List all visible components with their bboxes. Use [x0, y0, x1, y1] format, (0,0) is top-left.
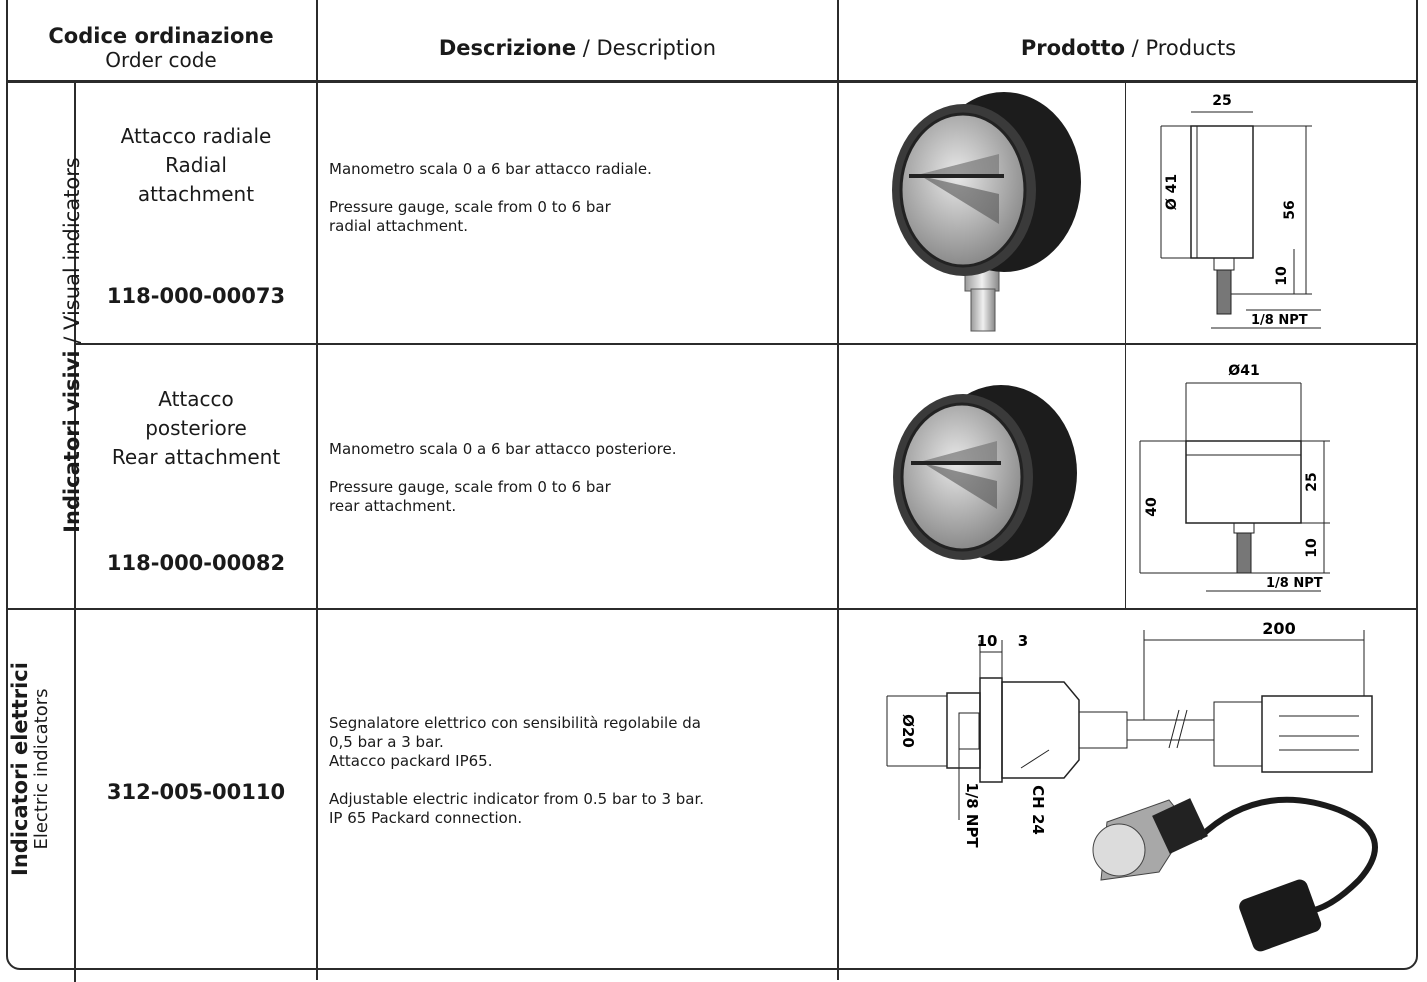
row1-dim-height: 56	[1282, 200, 1298, 219]
header-code-it: Codice ordinazione	[48, 24, 274, 48]
row3-desc-it: 0,5 bar a 3 bar.	[329, 733, 444, 751]
group-divider	[74, 82, 76, 982]
row3-dim-d1: 10	[977, 632, 998, 650]
row1-dim-thread: 1/8 NPT	[1251, 313, 1308, 328]
header-divider-double	[6, 82, 1418, 83]
row3-dim-d2: 3	[1018, 632, 1028, 650]
row1-variant: Attacco radiale Radial attachment	[121, 122, 272, 209]
row3-dim-dia: Ø20	[899, 714, 917, 748]
row3-product-drawing: 10 3 200 Ø20 1/8 NPT CH 24	[886, 619, 1378, 952]
header-products: Prodotto / Products	[839, 16, 1418, 80]
header-desc-sep: /	[576, 36, 597, 60]
row2-order-code: 118-000-00082	[106, 551, 286, 575]
row2-description: Manometro scala 0 a 6 bar attacco poster…	[329, 440, 829, 516]
row2-dim-top: Ø41	[1228, 363, 1259, 379]
row2-product-photo	[893, 385, 1077, 561]
row1-dim-top: 25	[1212, 93, 1231, 109]
row1-desc-it: Manometro scala 0 a 6 bar attacco radial…	[329, 160, 652, 178]
row-divider-2	[6, 608, 1418, 610]
row2-code-cell: Attacco posteriore Rear attachment 118-0…	[76, 345, 316, 608]
row2-variant-line: posteriore	[145, 416, 247, 440]
row3-order-code: 312-005-00110	[106, 780, 286, 804]
row1-desc-en: Pressure gauge, scale from 0 to 6 bar	[329, 198, 611, 216]
header-desc-it: Descrizione	[438, 36, 577, 60]
header-prod-it: Prodotto	[1020, 36, 1125, 60]
col-divider-1	[316, 0, 318, 980]
row3-desc-en: IP 65 Packard connection.	[329, 809, 523, 827]
row2-variant: Attacco posteriore Rear attachment	[112, 385, 280, 472]
row1-variant-line: attachment	[137, 182, 255, 206]
row2-dim-stem: 10	[1304, 538, 1320, 558]
row3-desc-it: Attacco packard IP65.	[329, 752, 493, 770]
row1-code-cell: Attacco radiale Radial attachment 118-00…	[76, 84, 316, 343]
row1-order-code: 118-000-00073	[106, 284, 286, 308]
row2-variant-line: Attacco	[158, 387, 234, 411]
row3-dim-thread: 1/8 NPT	[963, 782, 981, 848]
header-prod-sep: /	[1125, 36, 1146, 60]
header-code-en: Order code	[105, 48, 217, 72]
col-divider-2	[837, 0, 839, 980]
row2-technical-drawing: Ø41 40 25 10 1/8 NPT	[1139, 363, 1330, 592]
col-divider-3	[1125, 82, 1126, 608]
row-divider-1	[74, 343, 1418, 345]
row2-dim-thread: 1/8 NPT	[1266, 576, 1323, 591]
header-prod-en: Products	[1145, 36, 1237, 60]
row1-dim-stem: 10	[1274, 266, 1290, 286]
row2-dim-body: 25	[1304, 472, 1320, 491]
group-electric-it: Indicatori elettrici	[8, 662, 32, 876]
row3-dim-hex: CH 24	[1029, 785, 1047, 835]
group-label-electric: Indicatori elettrici Electric indicators	[8, 619, 55, 919]
table-frame	[6, 0, 1418, 970]
header-description: Descrizione / Description	[318, 16, 837, 80]
row3-desc-en: Adjustable electric indicator from 0.5 b…	[329, 790, 705, 808]
row1-variant-line: Attacco radiale	[120, 124, 272, 148]
row2-desc-en: Pressure gauge, scale from 0 to 6 bar	[329, 478, 611, 496]
header-divider	[6, 80, 1418, 82]
row3-description: Segnalatore elettrico con sensibilità re…	[329, 714, 834, 828]
row2-desc-it: Manometro scala 0 a 6 bar attacco poster…	[329, 440, 677, 458]
row1-technical-drawing: 25 Ø 41 56 10 1/8 NPT	[1160, 93, 1321, 329]
row1-variant-line: Radial	[165, 153, 227, 177]
row1-description: Manometro scala 0 a 6 bar attacco radial…	[329, 160, 829, 236]
row3-desc-it: Segnalatore elettrico con sensibilità re…	[329, 714, 701, 732]
row1-desc-en: radial attachment.	[329, 217, 469, 235]
group-electric-en: Electric indicators	[31, 688, 52, 850]
header-order-code: Codice ordinazione Order code	[6, 16, 316, 80]
row1-product-photo	[892, 92, 1081, 332]
header-desc-en: Description	[596, 36, 717, 60]
row3-code-cell: 312-005-00110	[76, 610, 316, 974]
row2-desc-en: rear attachment.	[329, 497, 457, 515]
row3-dim-length: 200	[1262, 619, 1295, 638]
row2-variant-line: Rear attachment	[111, 445, 281, 469]
row2-dim-height: 40	[1144, 497, 1160, 517]
row1-dim-dia: Ø 41	[1164, 174, 1180, 210]
